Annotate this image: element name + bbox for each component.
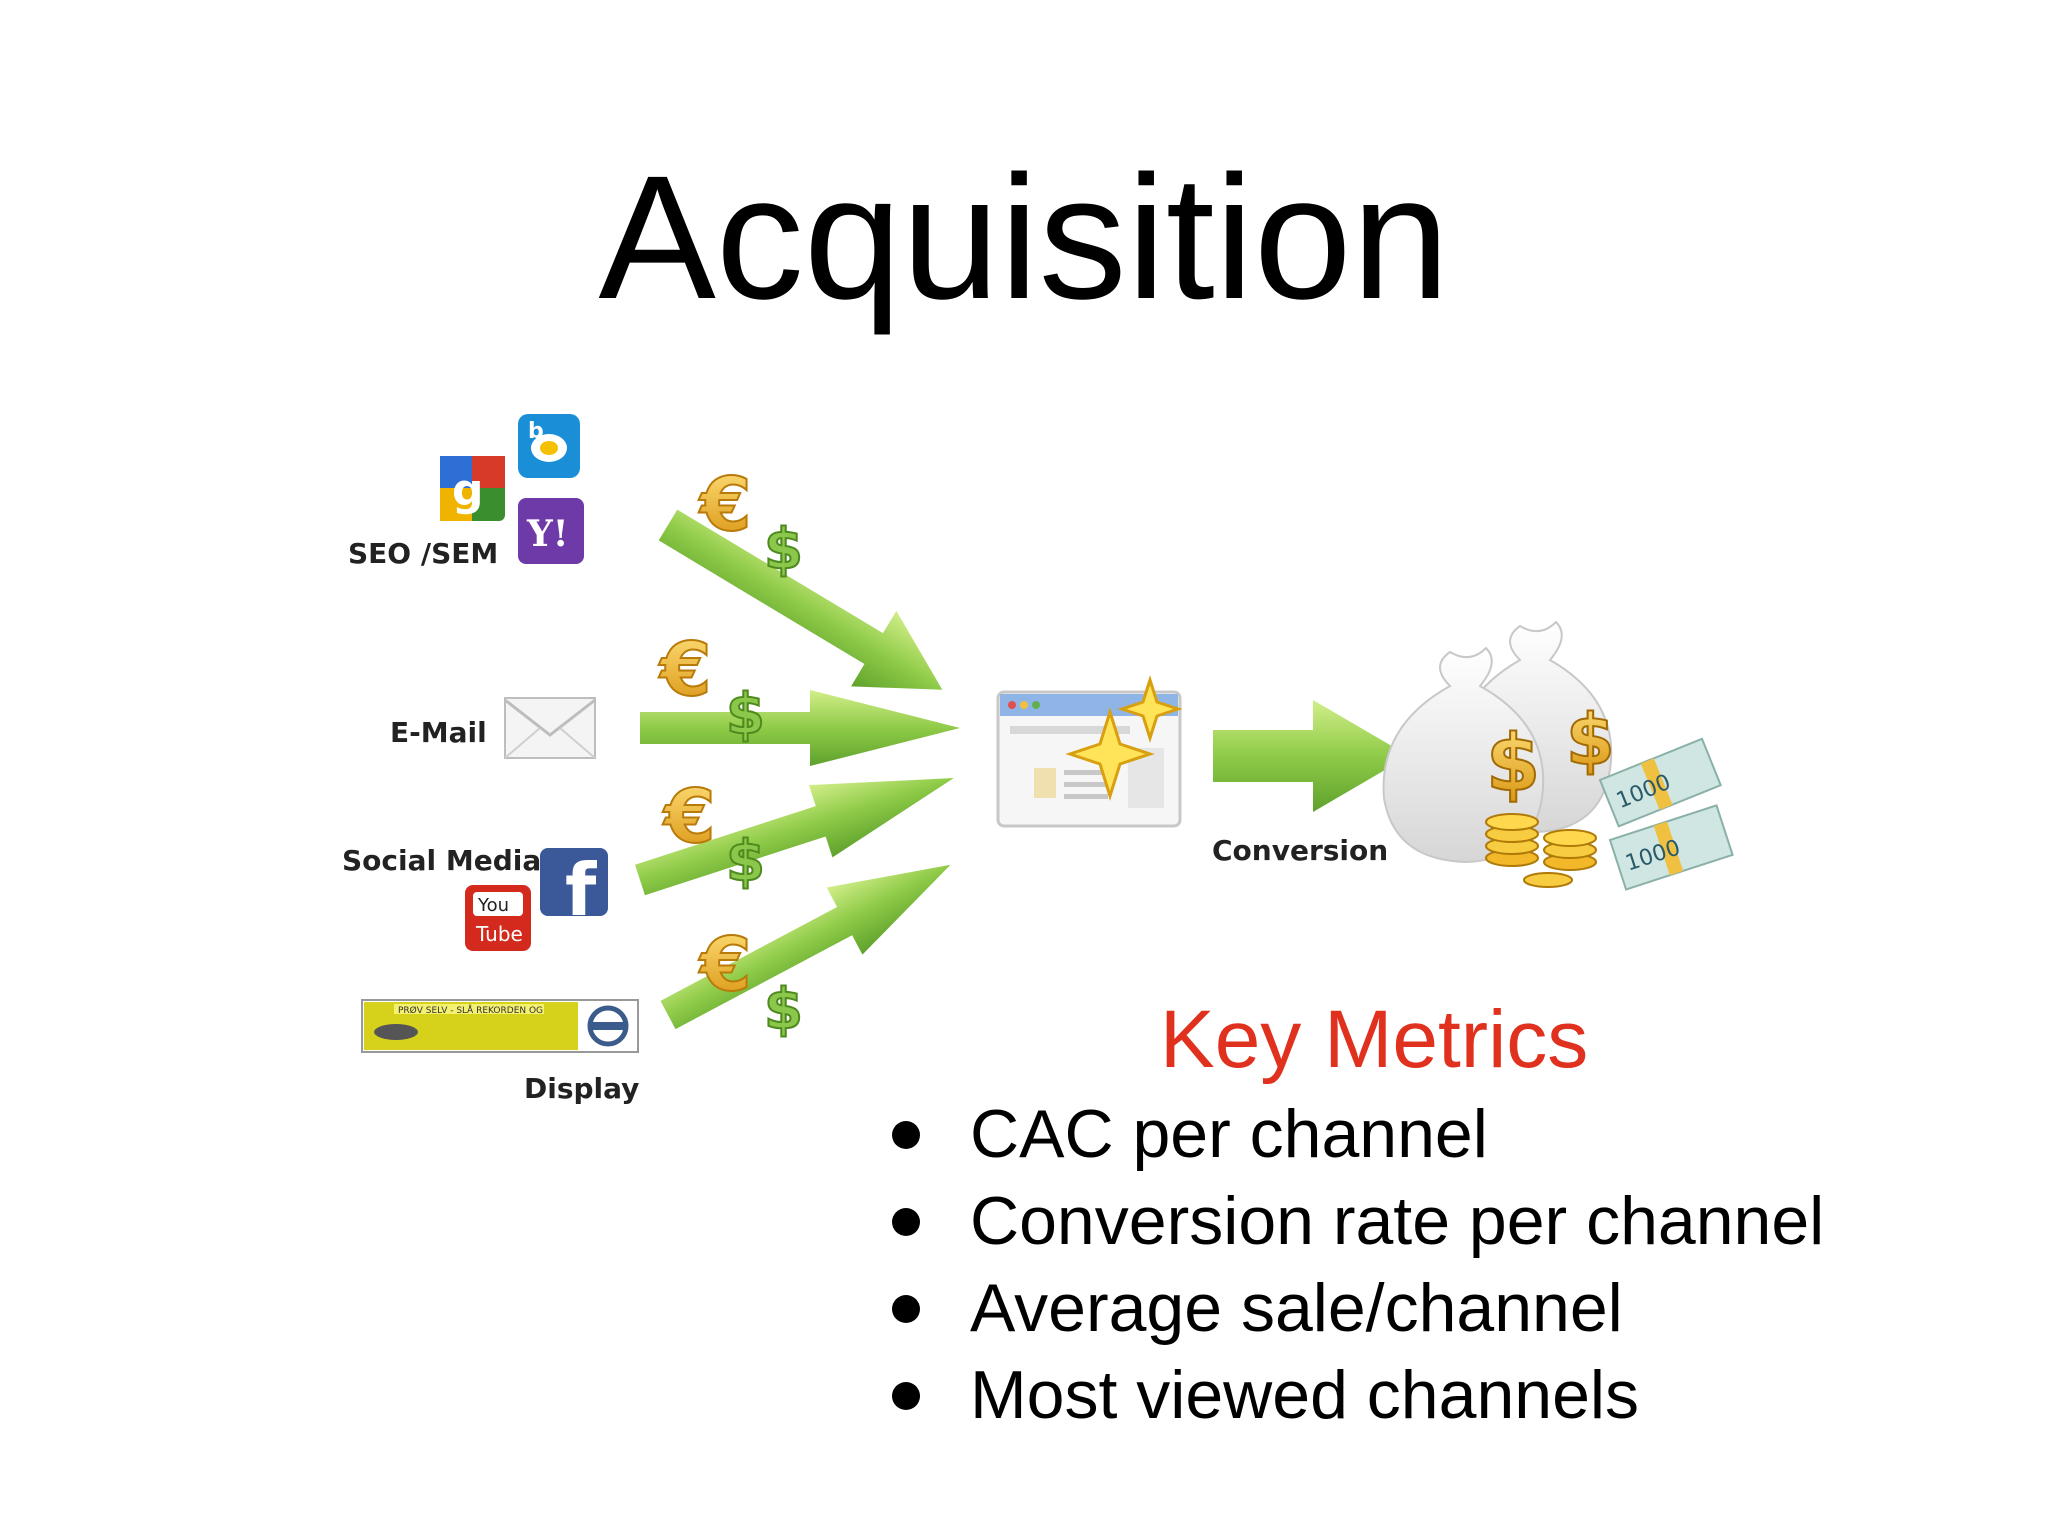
key-metrics-list: CAC per channel Conversion rate per chan… xyxy=(880,1091,1980,1439)
arrow-display xyxy=(660,864,951,1030)
svg-text:$: $ xyxy=(1566,699,1615,781)
svg-text:€: € xyxy=(698,922,752,1008)
channel-label-social: Social Media xyxy=(342,844,541,877)
channel-label-display: Display xyxy=(524,1072,639,1105)
arrow-seo xyxy=(658,509,943,690)
svg-text:$: $ xyxy=(1486,719,1540,809)
sparkle-icon xyxy=(1065,675,1183,802)
google-icon: g xyxy=(440,456,505,521)
youtube-icon: You Tube xyxy=(465,885,531,951)
svg-text:$: $ xyxy=(764,977,803,1042)
list-item: CAC per channel xyxy=(880,1091,1980,1178)
list-item: Average sale/channel xyxy=(880,1265,1980,1352)
svg-text:$: $ xyxy=(726,682,765,747)
envelope-icon xyxy=(504,697,596,759)
svg-text:€: € xyxy=(698,462,752,548)
currency-icon-2: € $ xyxy=(657,626,766,748)
bullet-icon xyxy=(892,1295,920,1324)
slide-title: Acquisition xyxy=(598,140,1450,336)
conversion-label: Conversion xyxy=(1212,834,1388,867)
yahoo-icon: Y! xyxy=(518,498,584,564)
svg-text:€: € xyxy=(662,774,716,860)
bing-icon: b xyxy=(518,414,580,478)
currency-icon-3: € $ xyxy=(661,773,766,895)
conversion-arrow xyxy=(1213,700,1409,812)
key-metrics-title: Key Metrics xyxy=(1160,994,1589,1085)
svg-text:$: $ xyxy=(764,517,803,582)
svg-text:g: g xyxy=(452,465,484,516)
bullet-icon xyxy=(892,1121,920,1150)
currency-icon-1: € $ xyxy=(697,461,804,583)
channel-label-seo: SEO /SEM xyxy=(348,537,498,570)
arrow-social xyxy=(635,778,954,896)
svg-text:$: $ xyxy=(726,829,765,894)
currency-icon-4: € $ xyxy=(697,921,804,1043)
svg-text:f: f xyxy=(565,848,597,932)
facebook-icon: f xyxy=(540,848,608,932)
bullet-icon xyxy=(892,1208,920,1237)
svg-text:€: € xyxy=(658,627,712,713)
arrow-email xyxy=(640,690,960,766)
svg-text:PRØV SELV - SLÅ REKORDEN OG: PRØV SELV - SLÅ REKORDEN OG xyxy=(398,1004,543,1016)
display-banner: PRØV SELV - SLÅ REKORDEN OG xyxy=(361,999,639,1053)
channel-label-email: E-Mail xyxy=(390,716,487,749)
svg-text:Y!: Y! xyxy=(526,513,569,555)
bullet-icon xyxy=(892,1382,920,1411)
list-item: Conversion rate per channel xyxy=(880,1178,1980,1265)
list-item: Most viewed channels xyxy=(880,1352,1980,1439)
key-metrics: Key Metrics CAC per channel Conversion r… xyxy=(880,994,1980,1439)
svg-text:You: You xyxy=(477,895,509,916)
svg-text:Tube: Tube xyxy=(475,922,523,946)
money-bags-icon: $ $ 1000 1000 xyxy=(1382,620,1734,891)
svg-text:b: b xyxy=(528,419,544,444)
